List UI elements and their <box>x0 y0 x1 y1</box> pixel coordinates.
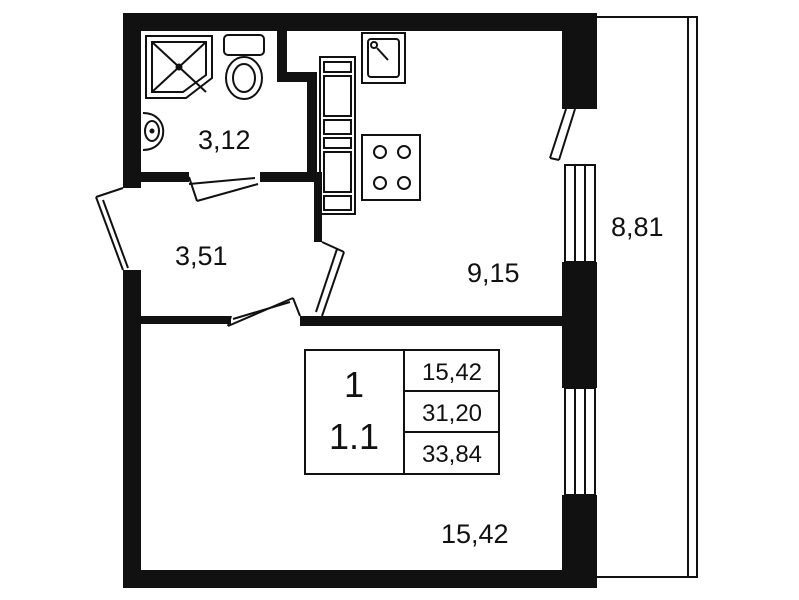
stove-icon <box>361 134 421 201</box>
living-area-label: 15,42 <box>422 359 482 386</box>
total-area-with-balcony-label: 33,84 <box>422 441 482 468</box>
outer-walls <box>123 13 597 588</box>
rooms-count-label: 1 <box>344 364 364 405</box>
sink-icon <box>361 32 406 84</box>
interior-walls <box>141 31 570 326</box>
washbasin-icon <box>142 112 165 151</box>
hallway-area-label: 3,51 <box>175 241 228 271</box>
living-room-area-label: 15,42 <box>441 519 509 549</box>
living-room-window <box>564 387 596 496</box>
kitchen-area-label: 9,15 <box>467 258 520 288</box>
total-area-label: 31,20 <box>422 400 482 427</box>
apartment-type-label: 1.1 <box>329 416 379 457</box>
cabinet-icon <box>319 56 356 215</box>
bathroom-area-label: 3,12 <box>198 125 251 155</box>
toilet-icon <box>223 34 265 100</box>
living-room-door <box>227 297 301 327</box>
entrance-door <box>95 187 129 271</box>
kitchen-window <box>564 164 596 263</box>
balcony <box>597 16 698 578</box>
balcony-area-label: 8,81 <box>611 212 664 242</box>
balcony-door <box>549 108 576 161</box>
kitchen-door <box>315 241 345 317</box>
shower-icon <box>145 35 213 99</box>
apartment-info-box: 1 1.1 15,42 31,20 33,84 <box>304 349 500 475</box>
bathroom-door <box>188 176 259 202</box>
